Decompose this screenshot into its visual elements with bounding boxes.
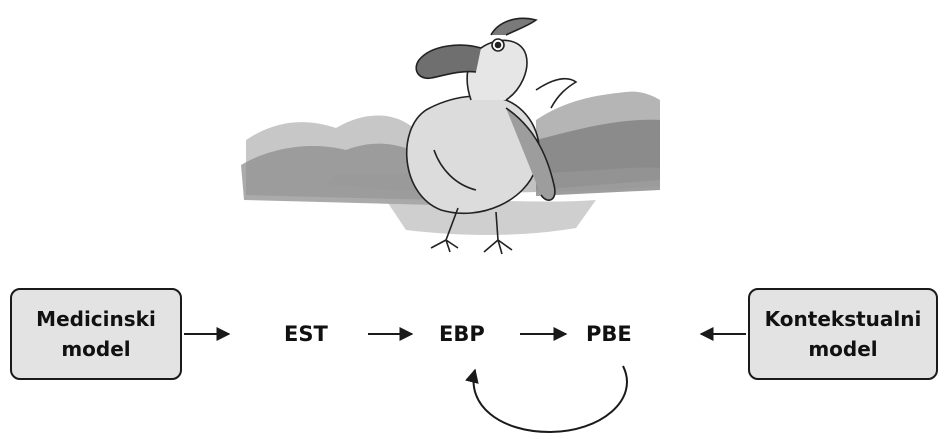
medicinski-model-label-line2: model [61, 334, 130, 364]
medicinski-model-box: Medicinski model [10, 288, 182, 380]
medicinski-model-label-line1: Medicinski [36, 304, 156, 334]
dodo-illustration [236, 0, 666, 268]
kontekstualni-model-label-line1: Kontekstualni [765, 304, 922, 334]
kontekstualni-model-box: Kontekstualni model [748, 288, 938, 380]
node-pbe: PBE [586, 322, 632, 346]
kontekstualni-model-label-line2: model [808, 334, 877, 364]
arrow-pbe-to-ebp-loop [474, 366, 627, 432]
node-ebp: EBP [439, 322, 485, 346]
node-est: EST [284, 322, 328, 346]
